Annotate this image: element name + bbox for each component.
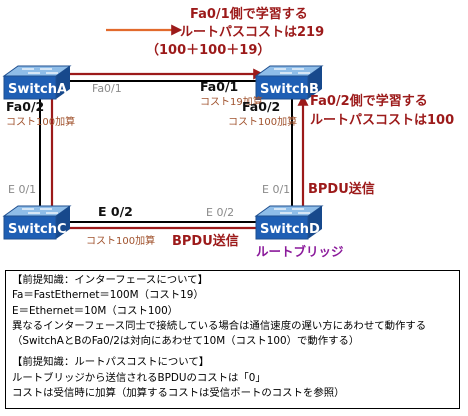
port-d-up-label: E 0/1 xyxy=(262,183,290,196)
top-annotation-line3: （100＋100＋19） xyxy=(146,42,270,58)
switch-b-label: SwitchB xyxy=(260,82,319,97)
notes-section1-line2: E＝Ethernet＝10M（コスト100） xyxy=(12,304,179,317)
port-b-left-cost: コスト19加算 xyxy=(200,95,263,108)
right-annotation-line2: ルートパスコストは100 xyxy=(310,113,454,128)
switch-a[interactable]: SwitchA xyxy=(3,65,71,100)
switch-d-label: SwitchD xyxy=(260,222,320,237)
bpdu-path-arrow-via-a xyxy=(50,68,265,230)
port-b-down-cost: コスト100加算 xyxy=(228,115,297,128)
notes-section1-line1: Fa＝FastEthernet＝100M（コスト19） xyxy=(12,289,204,302)
notes-section1-line3: 異なるインターフェース同士で接続している場合は通信速度の遅い方にあわせて動作する xyxy=(12,319,427,332)
bpdu-send-label-bottom: BPDU送信 xyxy=(172,233,239,249)
port-c-up-label: E 0/1 xyxy=(8,183,36,196)
prerequisite-notes-box: 【前提知識：インターフェースについて】 Fa＝FastEthernet＝100M… xyxy=(5,270,460,409)
stp-topology-diagram: SwitchA SwitchB SwitchC SwitchD Fa0/1側で学… xyxy=(3,6,454,259)
notes-section2-title: 【前提知識：ルートパスコストについて】 xyxy=(12,356,210,369)
port-a-right-label: Fa0/1 xyxy=(92,82,122,95)
root-bridge-label: ルートブリッジ xyxy=(256,244,344,259)
switch-b[interactable]: SwitchB xyxy=(255,65,323,100)
notes-section2-line1: ルートブリッジから送信されるBPDUのコストは「0」 xyxy=(12,371,266,384)
switch-c[interactable]: SwitchC xyxy=(3,205,71,240)
top-annotation-line2: ルートパスコストは219 xyxy=(180,25,324,40)
switch-d[interactable]: SwitchD xyxy=(255,205,323,240)
notes-section1-line4: （SwitchAとBのFa0/2は対向にあわせて10M（コスト100）で動作する… xyxy=(12,335,360,348)
port-d-left-label: E 0/2 xyxy=(206,206,234,219)
port-a-down-cost: コスト100加算 xyxy=(6,115,75,128)
port-b-down-label: Fa0/2 xyxy=(242,99,280,114)
top-annotation-line1: Fa0/1側で学習する xyxy=(190,6,308,22)
right-annotation-line1: Fa0/2側で学習する xyxy=(310,93,428,109)
switch-c-label: SwitchC xyxy=(8,222,67,237)
switch-a-label: SwitchA xyxy=(8,82,67,97)
notes-section1-title: 【前提知識：インターフェースについて】 xyxy=(12,274,208,286)
port-c-right-cost: コスト100加算 xyxy=(86,234,155,247)
bpdu-send-label-right: BPDU送信 xyxy=(308,181,375,197)
notes-section2-line2: コストは受信時に加算（加算するコストは受信ポートのコストを参照） xyxy=(12,387,345,400)
port-b-left-label: Fa0/1 xyxy=(200,79,238,94)
port-a-down-label: Fa0/2 xyxy=(6,99,44,114)
port-c-right-label: E 0/2 xyxy=(98,204,133,219)
